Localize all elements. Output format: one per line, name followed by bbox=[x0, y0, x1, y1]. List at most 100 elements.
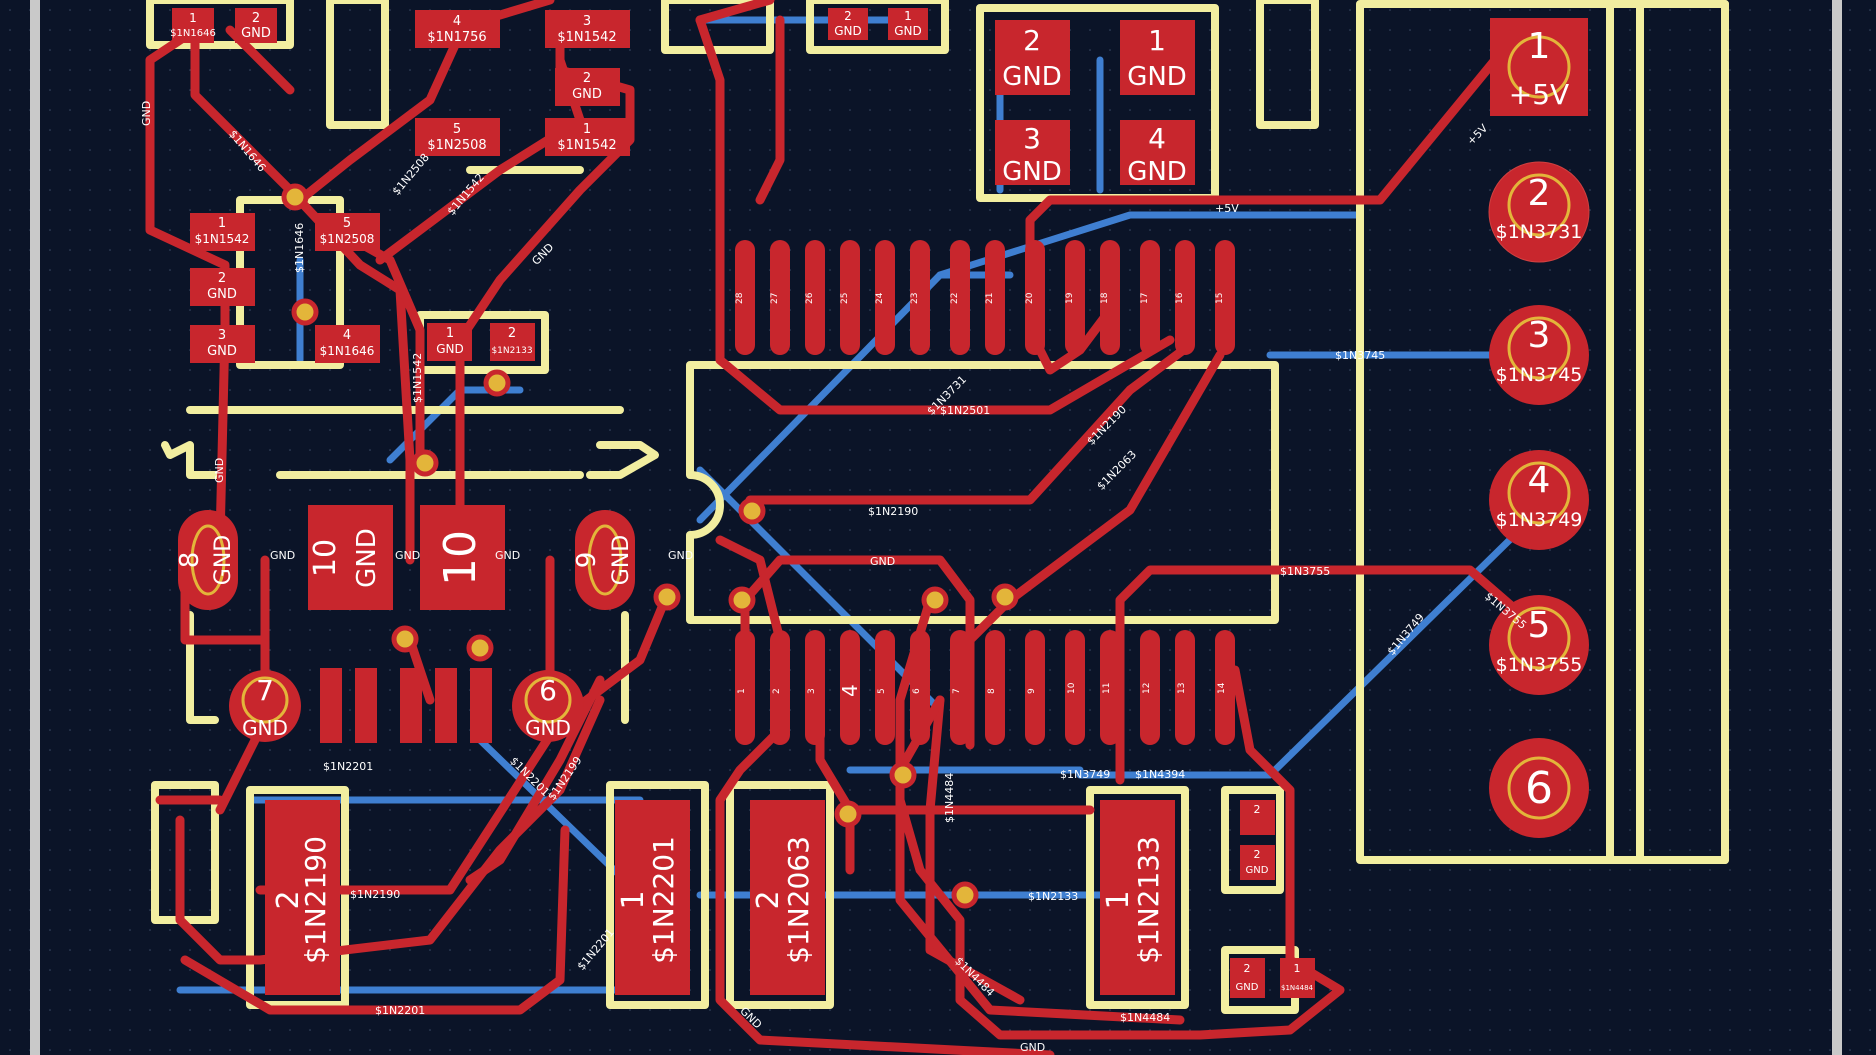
connector-pin-3-number: 3 bbox=[1528, 315, 1551, 356]
pad-number: 2 bbox=[1023, 24, 1041, 57]
pad-number: 2 bbox=[583, 71, 591, 86]
pad-net: GND bbox=[834, 24, 862, 38]
smd-pad[interactable] bbox=[415, 10, 500, 48]
ic-pin-label: 17 bbox=[1140, 293, 1150, 304]
smd-pad[interactable] bbox=[555, 68, 620, 106]
trace-label: GND bbox=[668, 549, 693, 562]
pad-number: 1 bbox=[616, 890, 651, 909]
pad-number: 5 bbox=[453, 122, 461, 137]
via bbox=[466, 634, 494, 662]
gnd-block-pad-1[interactable] bbox=[1120, 20, 1195, 95]
smd-pad[interactable] bbox=[427, 323, 472, 361]
ic-pin-label-large: 4 bbox=[838, 684, 862, 697]
pad-net: GND bbox=[241, 26, 271, 41]
cap-c4-pad-1[interactable] bbox=[1100, 800, 1175, 995]
cap-c1-pad-2[interactable] bbox=[265, 800, 340, 995]
gnd-block-pad-2[interactable] bbox=[995, 20, 1070, 95]
pad-net: GND bbox=[1002, 62, 1062, 92]
via bbox=[728, 586, 756, 614]
trace-label: $1N2501 bbox=[940, 404, 990, 417]
smd-pad[interactable] bbox=[888, 8, 928, 40]
gnd-block: 2 GND 1 GND 3 GND 4 GND bbox=[995, 20, 1195, 187]
smd-pad[interactable] bbox=[172, 8, 214, 43]
ic-pin-label: 14 bbox=[1217, 682, 1227, 694]
usb-data-pin-1[interactable] bbox=[470, 668, 492, 743]
smd-pad[interactable] bbox=[315, 325, 380, 363]
usb-pad-10-left[interactable] bbox=[308, 505, 393, 610]
pad-net: GND bbox=[572, 87, 602, 102]
pad-number: 1 bbox=[583, 122, 591, 137]
smd-pad[interactable] bbox=[828, 8, 868, 40]
ic-pin-label: 6 bbox=[912, 688, 922, 694]
smd-pad[interactable] bbox=[1230, 958, 1265, 998]
smd-pad[interactable] bbox=[1280, 958, 1315, 998]
gnd-block-pad-4[interactable] bbox=[1120, 120, 1195, 185]
smd-pad[interactable] bbox=[415, 118, 500, 156]
connector-pin-6-pad[interactable] bbox=[1489, 738, 1589, 838]
pad-number: 1 bbox=[904, 9, 912, 23]
pad-net: GND bbox=[1246, 865, 1269, 876]
trace-label: $1N3745 bbox=[1335, 349, 1385, 362]
usb-data-pin-4[interactable] bbox=[355, 668, 377, 743]
pad-net: GND bbox=[1127, 62, 1187, 92]
smd-pad[interactable] bbox=[190, 268, 255, 306]
pad-net: GND bbox=[1127, 157, 1187, 187]
smd-pad[interactable] bbox=[190, 213, 255, 251]
smd-pad[interactable] bbox=[190, 325, 255, 363]
pad-net: $1N1542 bbox=[557, 138, 616, 153]
pad-number: 10 bbox=[308, 539, 343, 577]
ic-pin-label: 27 bbox=[770, 293, 780, 304]
usb-data-pin-2[interactable] bbox=[435, 668, 457, 743]
trace-label: $1N4484 bbox=[1120, 1011, 1170, 1024]
ic-pin-label: 3 bbox=[807, 688, 817, 694]
ic-pin-label: 13 bbox=[1177, 683, 1187, 694]
pad-number: 6 bbox=[539, 674, 557, 707]
connector-pin-4-net: $1N3749 bbox=[1496, 509, 1583, 531]
pad-net: $1N2508 bbox=[320, 232, 375, 246]
usb-pad-8[interactable] bbox=[178, 510, 238, 610]
usb-data-pin-5[interactable] bbox=[320, 668, 342, 743]
board-edge-left bbox=[30, 0, 40, 1055]
ic-pin-label: 10 bbox=[1067, 682, 1077, 694]
cap-c3-pad-2[interactable] bbox=[750, 800, 825, 995]
usb-pad-9[interactable] bbox=[575, 510, 635, 610]
pad-net: $1N2133 bbox=[1132, 836, 1165, 964]
smd-pad[interactable] bbox=[1240, 845, 1275, 880]
smd-pad[interactable] bbox=[490, 323, 535, 361]
ic-pin-label: 21 bbox=[985, 293, 995, 304]
via bbox=[411, 449, 439, 477]
smd-pad[interactable] bbox=[1240, 800, 1275, 835]
via bbox=[291, 298, 319, 326]
pad-number: 3 bbox=[218, 328, 226, 343]
ic-pin-label: 19 bbox=[1065, 292, 1075, 304]
trace-label: GND bbox=[495, 549, 520, 562]
connector-pin-2-net: $1N3731 bbox=[1496, 221, 1583, 243]
pad-number: 1 bbox=[1101, 890, 1136, 909]
smd-pad[interactable] bbox=[545, 10, 630, 48]
cap-c2-pad-1[interactable] bbox=[615, 800, 690, 995]
ic-pin-label: 1 bbox=[737, 688, 747, 694]
small-smd-pads: 1 $1N1646 2 GND 4 $1N1756 3 $1N1542 2 GN… bbox=[170, 8, 1315, 998]
pad-number: 7 bbox=[256, 674, 274, 707]
trace-label: GND bbox=[870, 555, 895, 568]
ic-pin-label: 15 bbox=[1215, 293, 1225, 304]
ic-pin-label: 23 bbox=[910, 293, 920, 304]
ic-pin-label: 18 bbox=[1100, 292, 1110, 304]
pad-number: 9 bbox=[572, 552, 602, 569]
pad-net: $1N1756 bbox=[427, 30, 486, 45]
pad-number: 1 bbox=[446, 326, 454, 341]
usb-connector: 8 GND 10 GND 10 9 GND 7 GND 6 GND bbox=[175, 505, 635, 743]
trace-label: $1N1646 bbox=[293, 223, 306, 273]
usb-pad-10-right[interactable] bbox=[420, 505, 505, 610]
board-edge-right bbox=[1832, 0, 1842, 1055]
gnd-block-pad-3[interactable] bbox=[995, 120, 1070, 185]
ic-pin-label: 11 bbox=[1102, 683, 1112, 694]
pad-number: 5 bbox=[343, 216, 351, 231]
ic-pin-label: 26 bbox=[805, 292, 815, 304]
usb-data-pin-3[interactable] bbox=[400, 668, 422, 743]
pad-number: 10 bbox=[435, 530, 486, 586]
smd-pad[interactable] bbox=[315, 213, 380, 251]
smd-pad[interactable] bbox=[235, 8, 277, 43]
pad-number: 2 bbox=[508, 326, 516, 341]
smd-pad[interactable] bbox=[545, 118, 630, 156]
